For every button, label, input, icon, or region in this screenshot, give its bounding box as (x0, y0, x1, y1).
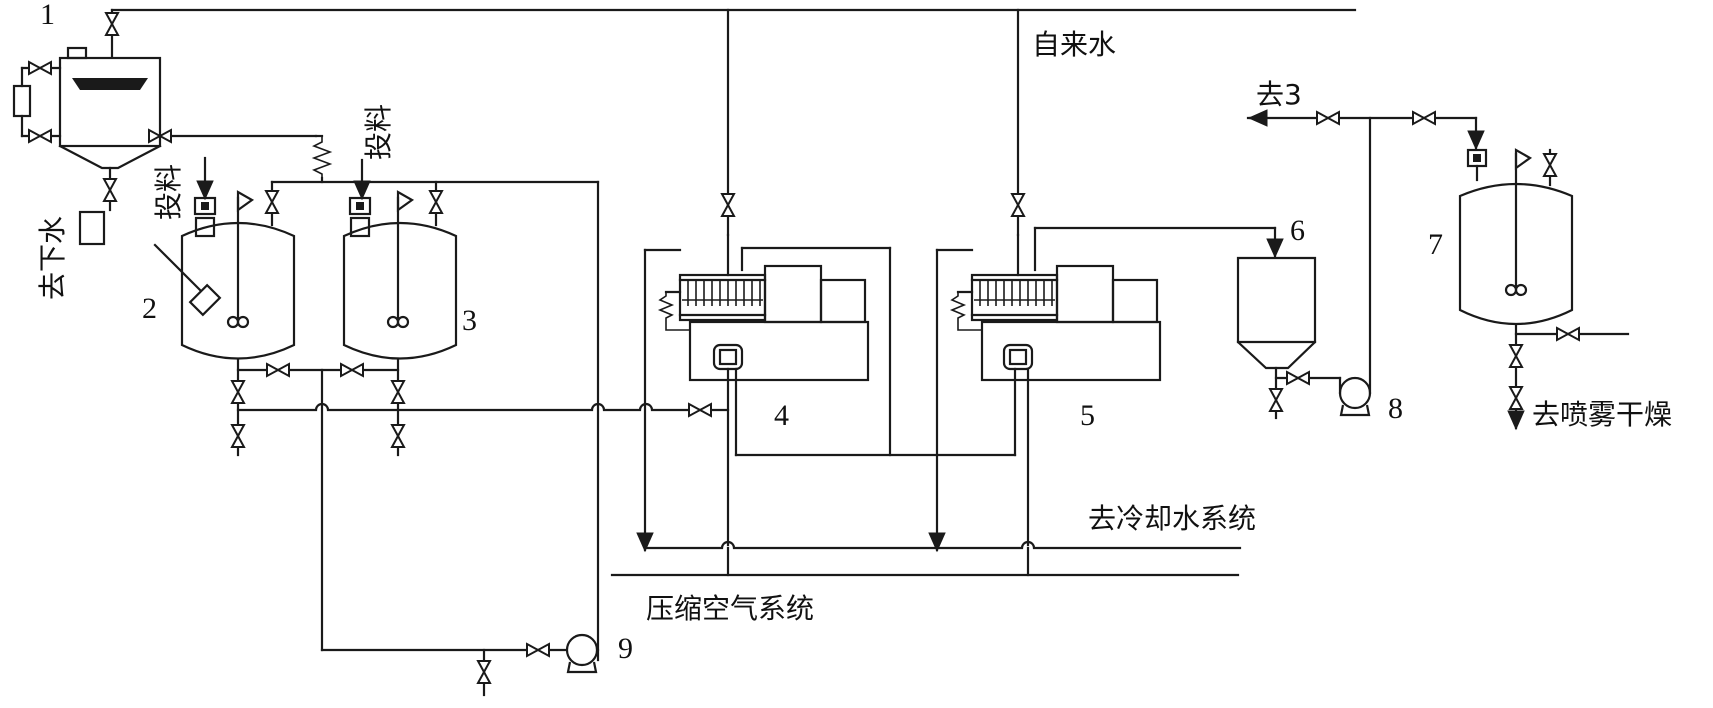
receiver-tank-6 (1236, 256, 1342, 420)
tank-bottom-piping (231, 358, 730, 652)
tank-7 (1458, 148, 1630, 431)
reactor-tank-3 (342, 158, 458, 360)
tap-water-header (105, 8, 1357, 237)
label-to-cooling: 去冷却水系统 (1088, 502, 1256, 535)
manifold-2-3 (265, 180, 600, 662)
reactor-tank-2 (153, 156, 296, 360)
utility-headers (610, 540, 1242, 577)
label-unit-1: 1 (40, 0, 55, 31)
label-to-spray-dry: 去喷雾干燥 (1532, 398, 1672, 431)
label-unit-7: 7 (1428, 228, 1443, 261)
feed-tank-1 (12, 46, 333, 246)
label-unit-4: 4 (774, 399, 789, 432)
filter-press-5 (928, 226, 1284, 553)
label-to-drain: 去下水 (36, 216, 69, 300)
label-feed-b: 投料 (362, 104, 395, 160)
label-unit-9: 9 (618, 632, 633, 665)
label-to-3: 去3 (1256, 78, 1302, 111)
label-compressed-air: 压缩空气系统 (646, 592, 814, 625)
pump-8 (1246, 109, 1485, 417)
pump-9 (320, 633, 600, 697)
filter-press-4 (636, 233, 1017, 553)
label-tap-water: 自来水 (1032, 28, 1116, 61)
label-unit-3: 3 (462, 304, 477, 337)
label-feed-a: 投料 (152, 164, 185, 220)
label-unit-2: 2 (142, 292, 157, 325)
label-unit-5: 5 (1080, 399, 1095, 432)
label-unit-6: 6 (1290, 214, 1305, 247)
label-unit-8: 8 (1388, 392, 1403, 425)
